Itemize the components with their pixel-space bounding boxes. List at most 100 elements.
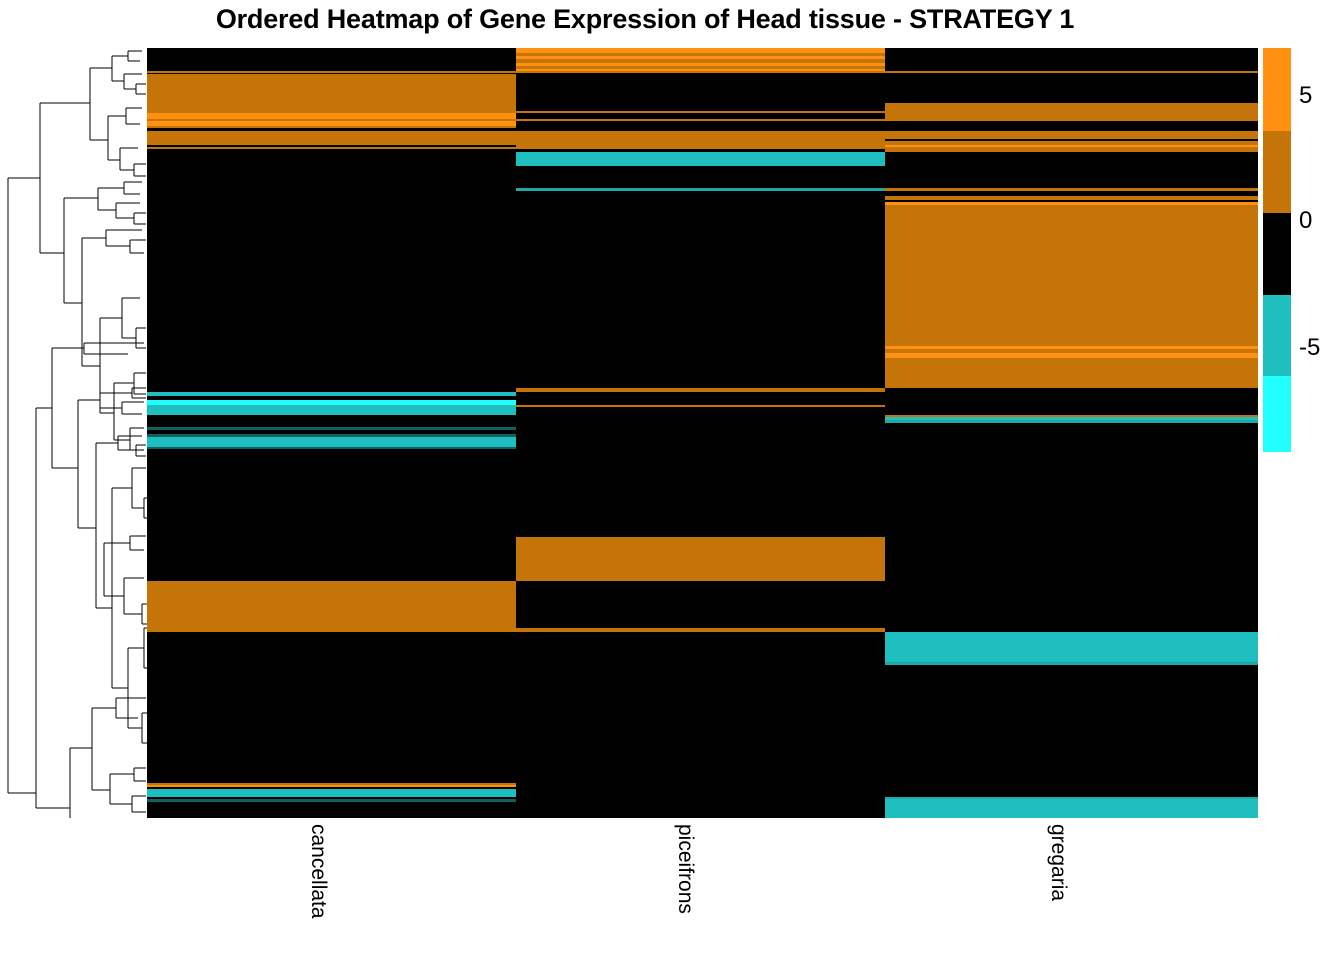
heatmap-cell-cancellata xyxy=(147,400,516,405)
heatmap-cell-piceifrons xyxy=(516,139,885,141)
heatmap-row xyxy=(147,388,1258,392)
heatmap-cell-gregaria xyxy=(885,200,1258,202)
expression-colorbar xyxy=(1263,48,1291,452)
heatmap-cell-gregaria xyxy=(885,537,1258,581)
heatmap-cell-piceifrons xyxy=(516,188,885,191)
heatmap-row xyxy=(147,417,1258,420)
colorbar-tick-0: 0 xyxy=(1299,207,1313,234)
heatmap-cell-cancellata xyxy=(147,802,516,818)
heatmap-row xyxy=(147,581,1258,628)
heatmap-cell-piceifrons xyxy=(516,392,885,396)
heatmap-cell-cancellata xyxy=(147,346,516,349)
heatmap-cell-cancellata xyxy=(147,74,516,103)
heatmap-row xyxy=(147,787,1258,789)
heatmap-cell-cancellata xyxy=(147,205,516,346)
heatmap-row xyxy=(147,423,1258,427)
heatmap-cell-gregaria xyxy=(885,662,1258,665)
heatmap-cell-piceifrons xyxy=(516,59,885,63)
heatmap-cell-cancellata xyxy=(147,69,516,71)
heatmap-row xyxy=(147,152,1258,166)
heatmap-cell-gregaria xyxy=(885,392,1258,396)
heatmap-cell-cancellata xyxy=(147,48,516,53)
column-label-cancellata: cancellata xyxy=(307,824,330,919)
heatmap-cell-cancellata xyxy=(147,119,516,121)
heatmap-cell-gregaria xyxy=(885,74,1258,103)
heatmap-cell-cancellata xyxy=(147,71,516,73)
heatmap-cell-piceifrons xyxy=(516,358,885,388)
colorbar-tick-5: 5 xyxy=(1299,82,1313,109)
heatmap-cell-cancellata xyxy=(147,166,516,188)
heatmap-row xyxy=(147,126,1258,128)
heatmap-cell-gregaria xyxy=(885,53,1258,56)
heatmap-cell-piceifrons xyxy=(516,415,885,417)
heatmap-cell-piceifrons xyxy=(516,66,885,69)
heatmap-row xyxy=(147,71,1258,73)
heatmap-row xyxy=(147,353,1258,358)
heatmap-cell-cancellata xyxy=(147,196,516,200)
heatmap-cell-piceifrons xyxy=(516,785,885,787)
heatmap-cell-piceifrons xyxy=(516,349,885,353)
heatmap-cell-cancellata xyxy=(147,388,516,392)
heatmap-cell-gregaria xyxy=(885,111,1258,113)
heatmap-row xyxy=(147,392,1258,396)
heatmap-cell-gregaria xyxy=(885,427,1258,430)
heatmap-cell-gregaria xyxy=(885,59,1258,63)
heatmap-row xyxy=(147,103,1258,111)
heatmap-cell-cancellata xyxy=(147,420,516,423)
heatmap-cell-gregaria xyxy=(885,423,1258,427)
heatmap-cell-cancellata xyxy=(147,415,516,417)
heatmap-row xyxy=(147,48,1258,53)
heatmap-cell-piceifrons xyxy=(516,449,885,537)
heatmap-cell-cancellata xyxy=(147,141,516,145)
heatmap-cell-gregaria xyxy=(885,797,1258,799)
heatmap-cell-cancellata xyxy=(147,188,516,191)
heatmap-cell-gregaria xyxy=(885,353,1258,358)
heatmap-cell-gregaria xyxy=(885,787,1258,789)
heatmap-cell-piceifrons xyxy=(516,797,885,799)
heatmap-cell-piceifrons xyxy=(516,802,885,818)
heatmap-cell-gregaria xyxy=(885,802,1258,818)
heatmap-cell-piceifrons xyxy=(516,434,885,437)
heatmap-cell-cancellata xyxy=(147,437,516,439)
heatmap-cell-gregaria xyxy=(885,139,1258,141)
heatmap-cell-gregaria xyxy=(885,126,1258,128)
heatmap-cell-cancellata xyxy=(147,63,516,66)
heatmap-cell-piceifrons xyxy=(516,56,885,59)
heatmap-cell-piceifrons xyxy=(516,121,885,126)
heatmap-row xyxy=(147,447,1258,449)
heatmap-row xyxy=(147,188,1258,191)
heatmap-cell-gregaria xyxy=(885,196,1258,200)
heatmap-cell-gregaria xyxy=(885,783,1258,785)
heatmap-cell-piceifrons xyxy=(516,537,885,581)
heatmap-cell-cancellata xyxy=(147,396,516,400)
heatmap-cell-piceifrons xyxy=(516,74,885,103)
heatmap-row xyxy=(147,56,1258,59)
heatmap-cell-cancellata xyxy=(147,789,516,797)
heatmap-cell-gregaria xyxy=(885,665,1258,783)
heatmap-cell-piceifrons xyxy=(516,423,885,427)
heatmap-body[interactable] xyxy=(147,48,1258,818)
heatmap-row xyxy=(147,69,1258,71)
heatmap-row xyxy=(147,196,1258,200)
heatmap-cell-gregaria xyxy=(885,103,1258,111)
heatmap-row xyxy=(147,665,1258,783)
heatmap-cell-cancellata xyxy=(147,66,516,69)
heatmap-row xyxy=(147,149,1258,152)
heatmap-row xyxy=(147,434,1258,437)
heatmap-cell-gregaria xyxy=(885,430,1258,434)
heatmap-cell-gregaria xyxy=(885,121,1258,126)
heatmap-cell-piceifrons xyxy=(516,128,885,131)
heatmap-row xyxy=(147,59,1258,63)
colorbar-band-negative xyxy=(1263,295,1291,376)
heatmap-cell-piceifrons xyxy=(516,152,885,166)
heatmap-cell-gregaria xyxy=(885,434,1258,437)
heatmap-cell-piceifrons xyxy=(516,447,885,449)
heatmap-cell-gregaria xyxy=(885,48,1258,53)
heatmap-cell-gregaria xyxy=(885,420,1258,423)
heatmap-cell-cancellata xyxy=(147,131,516,139)
heatmap-cell-gregaria xyxy=(885,63,1258,66)
heatmap-row xyxy=(147,191,1258,196)
heatmap-cell-gregaria xyxy=(885,149,1258,152)
heatmap-cell-gregaria xyxy=(885,349,1258,353)
